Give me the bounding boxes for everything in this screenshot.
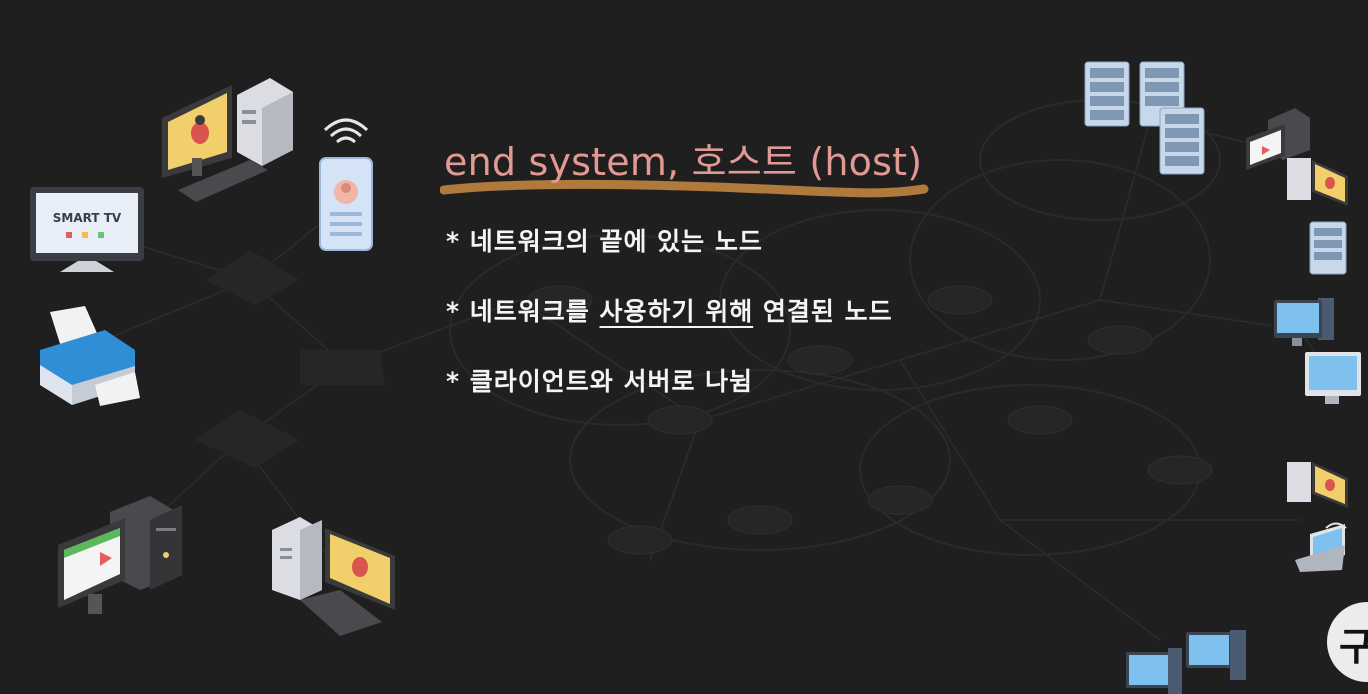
title-underline	[440, 180, 929, 198]
smart-tv-icon: SMART TV	[30, 187, 144, 272]
bullet-text: * 클라이언트와 서버로 나뉨	[446, 367, 754, 396]
smart-tv-label: SMART TV	[53, 211, 122, 225]
bottom-monitors-icon	[1126, 630, 1246, 694]
router-nodes	[527, 285, 1213, 555]
bullet-text: * 네트워크를	[446, 297, 600, 326]
avatar-badge-text: 구	[1339, 625, 1368, 669]
avatar-badge[interactable]: 구	[1327, 602, 1368, 682]
bullet-text-suffix: 연결된 노드	[753, 297, 893, 326]
bullet-item-connected-node: * 네트워크를 사용하기 위해 연결된 노드	[446, 292, 893, 328]
bullet-text: * 네트워크의 끝에 있는 노드	[446, 227, 763, 256]
smartphone-icon	[319, 118, 373, 251]
bullet-item-network-edge: * 네트워크의 끝에 있는 노드	[446, 222, 763, 258]
right-server-icon	[1309, 221, 1347, 275]
bullet-underlined-text: 사용하기 위해	[599, 297, 754, 326]
right-infected-desktop-icon	[1287, 158, 1348, 206]
video-desktop-icon	[58, 496, 182, 614]
printer-icon	[40, 306, 140, 406]
right-monitor-icon	[1274, 298, 1334, 346]
infected-desktop-icon	[162, 78, 293, 202]
right-monitor-icon-2	[1305, 352, 1361, 404]
switch-nodes	[195, 250, 385, 468]
slide-title: end system, 호스트 (host)	[444, 140, 923, 184]
right-infected-desktop-icon-2	[1287, 462, 1348, 508]
server-rack-icon	[1084, 61, 1205, 175]
right-laptop-icon	[1295, 522, 1347, 572]
infected-desktop-icon-2	[272, 517, 395, 636]
bullet-item-client-server: * 클라이언트와 서버로 나뉨	[446, 362, 753, 398]
right-video-desktop-icon	[1246, 108, 1310, 170]
